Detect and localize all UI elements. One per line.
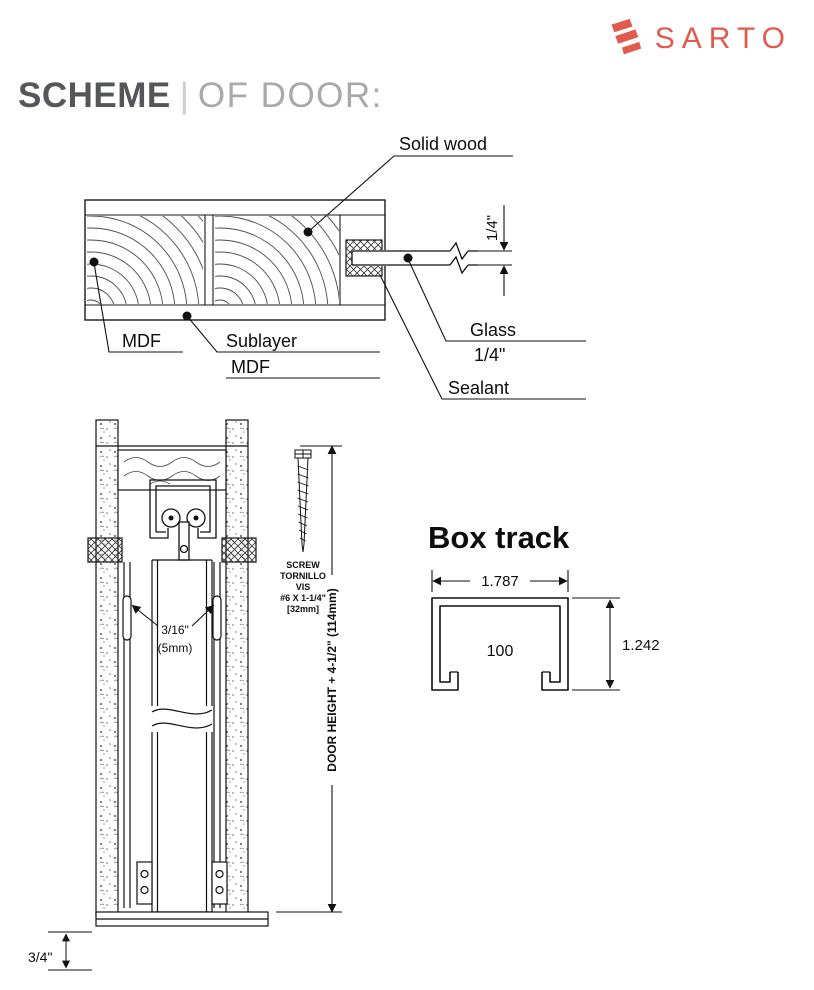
sublayer-label: Sublayer	[226, 331, 297, 351]
sublayer-mdf-label: MDF	[231, 357, 270, 377]
leader-line	[186, 315, 380, 379]
title-of-door: OF DOOR:	[197, 76, 383, 115]
extension-lines	[572, 597, 620, 691]
door-panel	[149, 559, 215, 913]
box-track-diagram: Box track 1.787 100 1.242	[428, 520, 660, 691]
label-glass: Glass 1/4"	[403, 253, 586, 365]
guide-screw	[215, 869, 224, 879]
gap-label-mm: (5mm)	[158, 641, 193, 655]
door-height-dimension: DOOR HEIGHT + 4-1/2" (114mm)	[276, 445, 342, 913]
screw-label-line1: SCREW	[286, 560, 320, 570]
screw-label: SCREW TORNILLO VIS #6 X 1-1/4" [32mm]	[280, 560, 326, 614]
label-sublayer: Sublayer MDF	[182, 311, 380, 379]
extension-lines	[48, 931, 92, 971]
floor-guides	[136, 861, 228, 905]
wheel-hub-right	[193, 515, 199, 521]
door-panel-lines	[151, 559, 213, 913]
glass-size-label: 1/4"	[474, 345, 505, 365]
box-track-assembly	[149, 479, 217, 561]
glass-panel	[351, 241, 478, 275]
title-separator: |	[179, 76, 189, 115]
jamb-strips	[122, 562, 222, 908]
left-floor-guide	[136, 861, 153, 905]
wheel-hub-left	[168, 515, 174, 521]
floor-gap-dimension: 3/4"	[28, 931, 92, 971]
height-label: 1.242	[622, 637, 660, 654]
screw-label-line4: #6 X 1-1/4"	[280, 593, 326, 603]
track-profile	[431, 597, 569, 691]
gap-arrow-left	[131, 604, 159, 627]
leader-dot	[89, 257, 99, 267]
glass-slot-mask	[352, 250, 480, 266]
profile-inner	[439, 605, 561, 683]
screw-label-line3: VIS	[296, 582, 311, 592]
jamb-strip-lines	[123, 562, 221, 908]
door-cross-section: 1/4" Solid wood MDF Sublayer	[84, 134, 586, 400]
screw-label-line5: [32mm]	[287, 604, 319, 614]
label-solid-wood: Solid wood	[303, 134, 513, 237]
door-height-label: DOOR HEIGHT + 4-1/2" (114mm)	[325, 588, 339, 771]
width-dimension: 1.787	[431, 570, 569, 592]
gap-dimension: 3/16" (5mm)	[131, 604, 215, 655]
box-track-title: Box track	[428, 520, 570, 555]
screw-drawing	[294, 449, 312, 553]
brand-name: SARTO	[654, 22, 792, 55]
right-floor-guide	[211, 861, 228, 905]
width-label: 1.787	[481, 573, 519, 590]
screw-threads	[297, 465, 309, 542]
left-slot	[122, 595, 132, 641]
height-dimension: 1.242	[572, 597, 660, 691]
leader-line	[308, 155, 513, 232]
title-scheme: SCHEME	[18, 76, 171, 115]
door-body	[84, 199, 386, 321]
leader-dot	[303, 227, 313, 237]
floor-gap-label: 3/4"	[28, 949, 52, 965]
leader-line	[379, 274, 586, 400]
leader-line	[93, 262, 183, 353]
door-labels: Solid wood MDF Sublayer MDF Glass	[89, 134, 586, 400]
guide-screw	[140, 885, 149, 895]
right-stud	[225, 419, 249, 917]
header-outline	[117, 449, 227, 491]
mdf-label: MDF	[122, 331, 161, 351]
gap-arrow-right	[191, 604, 215, 627]
hanger-bracket	[178, 521, 190, 561]
leader-dot	[403, 253, 413, 263]
screw-shank	[297, 457, 309, 553]
door-body-lines	[85, 214, 385, 306]
sarto-logo-icon	[611, 18, 641, 55]
right-slot	[212, 595, 222, 641]
leader-dot	[182, 311, 192, 321]
extension-lines	[470, 250, 512, 266]
left-stud	[95, 419, 119, 917]
wood-grain-right	[215, 216, 339, 304]
glass-thickness-dimension: 1/4"	[470, 205, 512, 296]
glass-label: Glass	[470, 320, 516, 340]
page-title: SCHEME|OF DOOR:	[18, 76, 383, 116]
track-mount-section: 3/16" (5mm) SCREW TORNILLO VIS #6 X 1-1/…	[28, 419, 342, 971]
screw-label-line2: TORNILLO	[280, 571, 326, 581]
hanger-bolt	[179, 544, 189, 554]
track-profile-section	[149, 479, 217, 539]
sealant-label: Sealant	[448, 378, 509, 398]
guide-screw	[215, 885, 224, 895]
header-block	[117, 449, 227, 491]
solid-wood-label: Solid wood	[399, 134, 487, 154]
break-lines	[151, 708, 213, 729]
profile-outer	[431, 597, 569, 691]
leader-line	[407, 258, 586, 342]
screw-slot	[295, 450, 311, 458]
floor-plate	[95, 911, 269, 927]
left-jamb-hatch	[87, 537, 123, 563]
label-mdf: MDF	[89, 257, 183, 353]
brand: SARTO	[599, 16, 792, 62]
right-jamb-hatch	[221, 537, 257, 563]
glass-thickness-label: 1/4"	[484, 215, 501, 241]
label-sealant: Sealant	[379, 274, 586, 400]
track-inner-label: 100	[487, 643, 514, 660]
extension-ticks	[431, 570, 569, 592]
gap-label: 3/16"	[161, 623, 189, 637]
guide-screw	[140, 869, 149, 879]
